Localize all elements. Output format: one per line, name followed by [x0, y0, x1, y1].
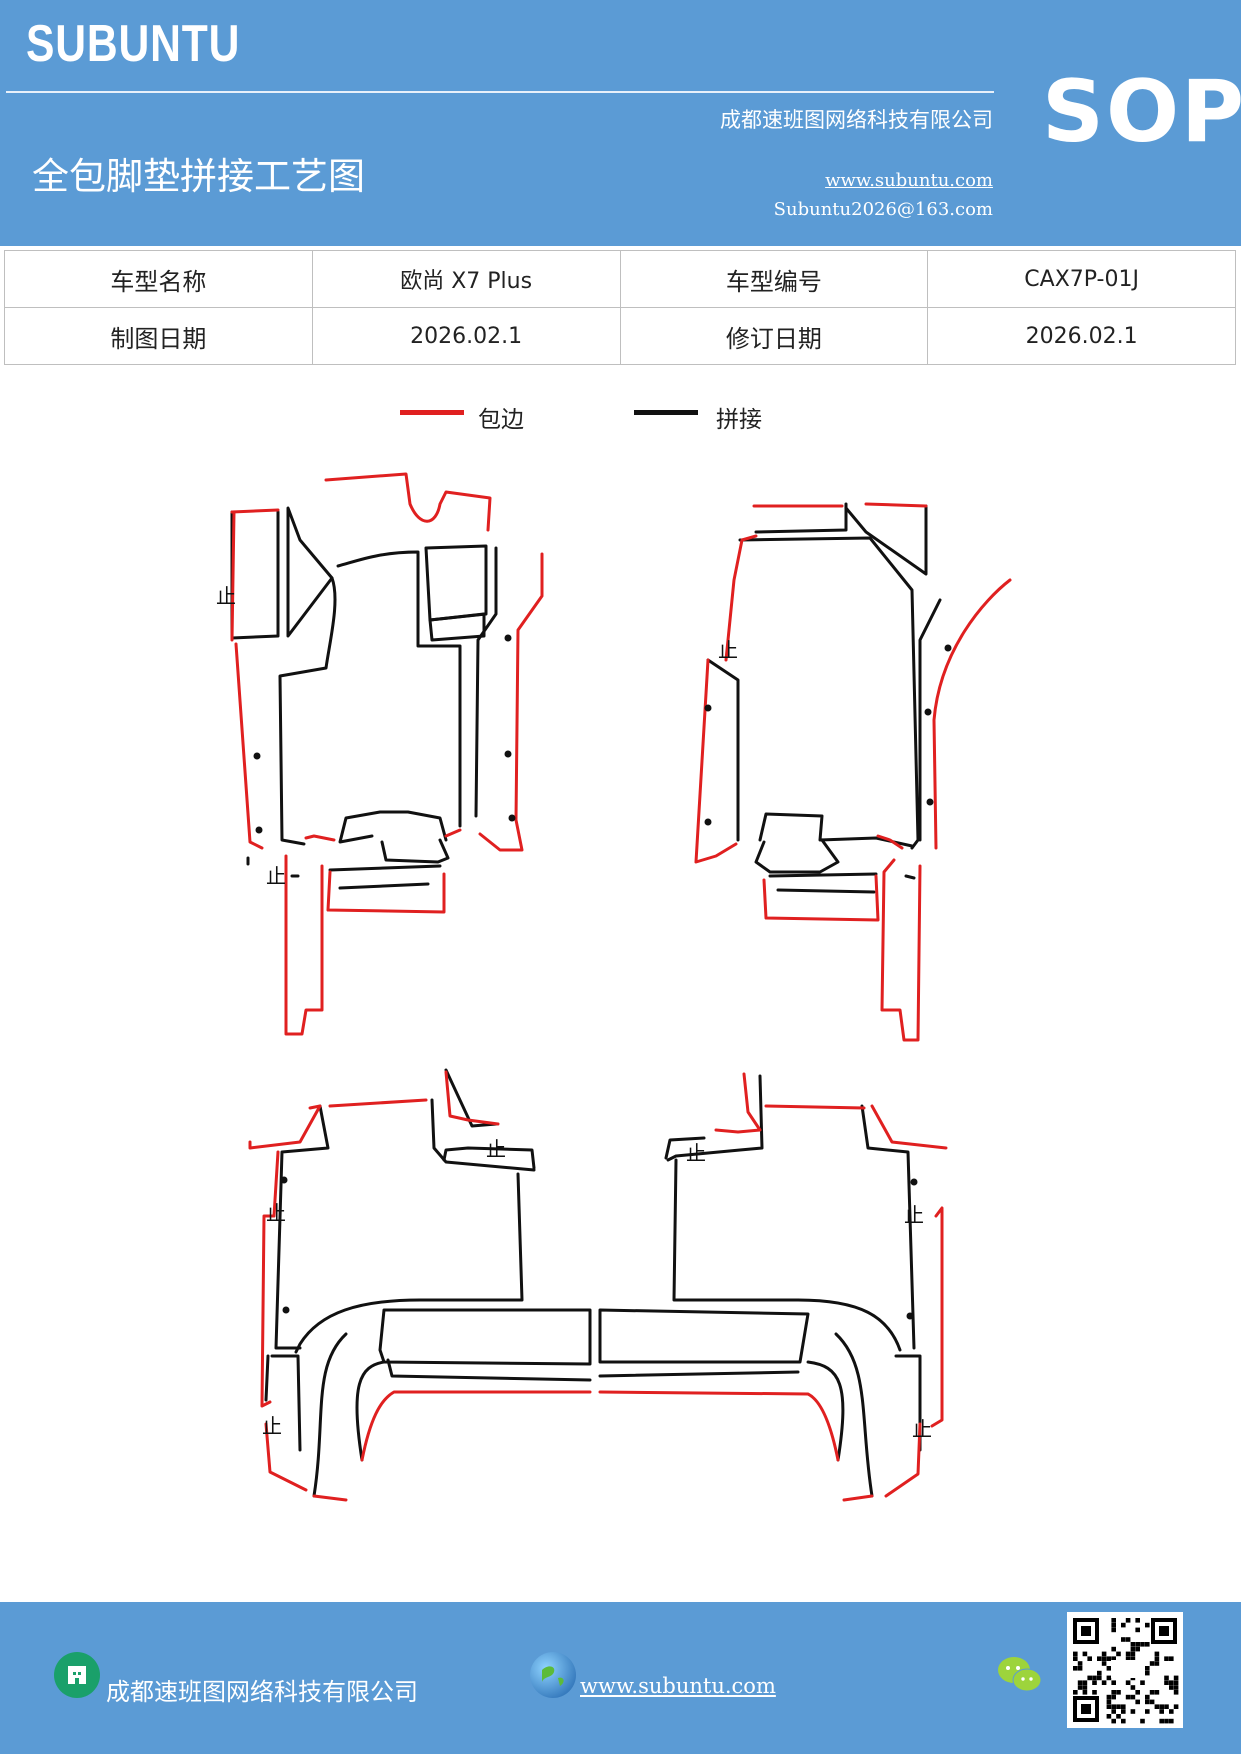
stop-mark: 止	[718, 638, 738, 662]
fastener-dot	[508, 814, 516, 822]
fastener-dots	[253, 634, 952, 1320]
document-title: 全包脚垫拼接工艺图	[32, 155, 365, 198]
qr-code[interactable]	[1067, 1612, 1183, 1728]
wechat-icon	[996, 1654, 1044, 1698]
website-link[interactable]: www.subuntu.com	[825, 170, 993, 191]
page-footer: 成都速班图网络科技有限公司 www.subuntu.com	[0, 1602, 1241, 1754]
fastener-dot	[253, 752, 261, 760]
building-icon	[54, 1652, 100, 1698]
seam-lines	[230, 502, 942, 1498]
header-divider	[6, 91, 994, 93]
edge-lines	[230, 472, 1012, 1502]
table-row: 制图日期 2026.02.1 修订日期 2026.02.1	[4, 307, 1236, 365]
revision-date-label: 修订日期	[619, 307, 929, 365]
legend-edge-swatch	[400, 410, 464, 415]
stop-marks: 止止止止止止止止止	[216, 584, 932, 1441]
company-name: 成都速班图网络科技有限公司	[720, 108, 993, 132]
stop-mark: 止	[904, 1203, 924, 1227]
fastener-dot	[704, 818, 712, 826]
stop-mark: 止	[266, 864, 286, 888]
draw-date-label: 制图日期	[4, 307, 313, 365]
fastener-dot	[704, 704, 712, 712]
fastener-dot	[280, 1176, 288, 1184]
legend: 包边 拼接	[0, 400, 1241, 440]
fastener-dot	[282, 1306, 290, 1314]
fastener-dot	[255, 826, 263, 834]
fastener-dot	[944, 644, 952, 652]
fastener-dot	[906, 1312, 914, 1320]
stop-mark: 止	[262, 1414, 282, 1438]
fastener-dot	[926, 798, 934, 806]
sop-badge: SOP	[1042, 62, 1241, 162]
legend-edge-label: 包边	[478, 407, 524, 433]
revision-date-value: 2026.02.1	[927, 307, 1236, 365]
fastener-dot	[924, 708, 932, 716]
footer-website-link[interactable]: www.subuntu.com	[580, 1674, 776, 1698]
globe-icon	[530, 1652, 576, 1698]
fastener-dot	[504, 634, 512, 642]
fastener-dot	[504, 750, 512, 758]
model-code-label: 车型编号	[619, 250, 929, 308]
stop-mark: 止	[686, 1141, 706, 1165]
page-header: SUBUNTU 成都速班图网络科技有限公司 全包脚垫拼接工艺图 www.subu…	[0, 0, 1241, 246]
stop-mark: 止	[216, 584, 236, 608]
model-name-label: 车型名称	[4, 250, 313, 308]
model-code-value: CAX7P-01J	[927, 250, 1236, 308]
email-address: Subuntu2026@163.com	[773, 199, 993, 220]
vehicle-info-table: 车型名称 欧尚 X7 Plus 车型编号 CAX7P-01J 制图日期 2026…	[4, 250, 1236, 365]
legend-seam-swatch	[634, 410, 698, 415]
brand-logo: SUBUNTU	[26, 15, 241, 73]
stop-mark: 止	[912, 1417, 932, 1441]
footer-company: 成都速班图网络科技有限公司	[106, 1678, 418, 1706]
table-row: 车型名称 欧尚 X7 Plus 车型编号 CAX7P-01J	[4, 250, 1236, 308]
legend-seam-label: 拼接	[716, 407, 762, 433]
fastener-dot	[910, 1178, 918, 1186]
stop-mark: 止	[486, 1137, 506, 1161]
draw-date-value: 2026.02.1	[311, 307, 621, 365]
stop-mark: 止	[266, 1201, 286, 1225]
model-name-value: 欧尚 X7 Plus	[311, 250, 621, 308]
